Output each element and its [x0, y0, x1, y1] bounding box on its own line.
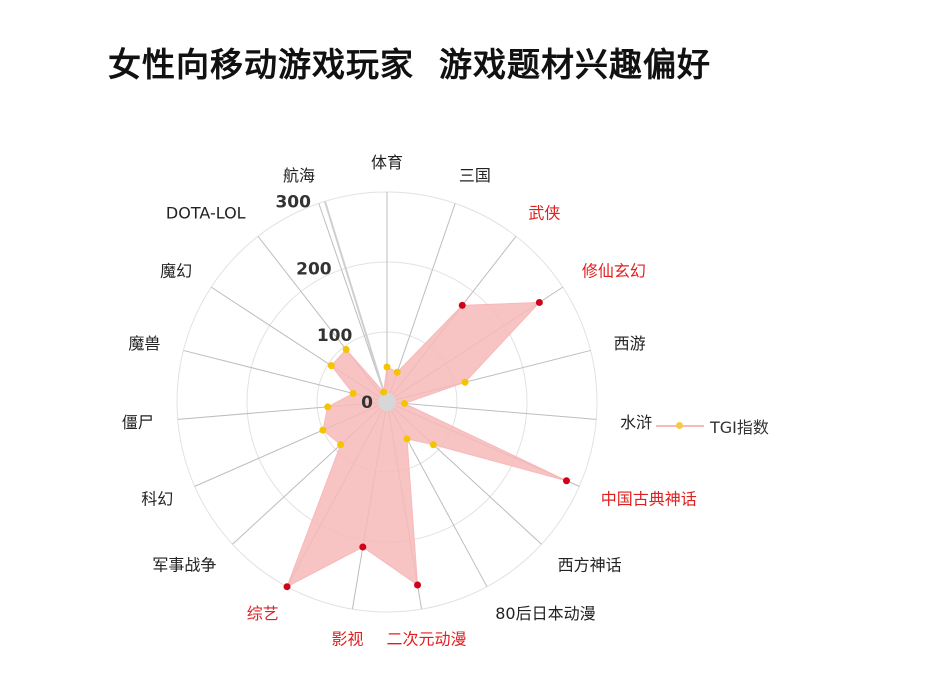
data-point: [324, 403, 332, 411]
data-point: [380, 388, 388, 396]
legend-label: TGI指数: [710, 418, 769, 437]
data-point: [383, 363, 391, 371]
category-label: 僵尸: [122, 413, 154, 432]
category-label: 科幻: [141, 489, 173, 508]
radial-tick-label: 100: [317, 326, 353, 346]
legend-swatch: [656, 422, 704, 429]
category-label: 军事战争: [152, 556, 216, 575]
center-marker: [378, 393, 396, 411]
category-label: 西方神话: [558, 556, 622, 575]
grid-spoke: [318, 203, 388, 403]
data-point: [337, 441, 345, 449]
radial-tick-label: 0: [361, 393, 373, 413]
data-point: [429, 441, 437, 449]
data-point: [535, 298, 543, 306]
category-label: 魔兽: [128, 334, 160, 353]
data-point: [562, 477, 570, 485]
radial-axis: [323, 201, 388, 403]
category-label: DOTA-LOL: [166, 204, 246, 223]
category-label: 航海: [283, 166, 315, 185]
data-point: [414, 581, 422, 589]
radial-tick-label: 200: [296, 259, 332, 279]
data-point: [461, 378, 469, 386]
data-point: [319, 426, 327, 434]
category-label: 武侠: [528, 204, 560, 223]
category-label: 综艺: [247, 604, 279, 623]
category-label: 体育: [371, 153, 403, 172]
data-point: [283, 583, 291, 591]
category-label: 二次元动漫: [386, 630, 466, 649]
category-label: 影视: [331, 630, 363, 649]
category-label: 三国: [459, 166, 491, 185]
legend[interactable]: TGI指数: [656, 414, 769, 438]
data-point: [458, 301, 466, 309]
grid-spoke: [386, 401, 597, 420]
category-label: 西游: [614, 334, 646, 353]
category-label: 魔幻: [160, 262, 192, 281]
data-point: [349, 389, 357, 397]
category-label: 中国古典神话: [601, 489, 697, 508]
grid-spoke: [386, 203, 456, 403]
data-point: [359, 543, 367, 551]
radial-tick-label: 300: [275, 192, 311, 212]
category-label: 水浒: [620, 413, 652, 432]
data-point: [393, 368, 401, 376]
data-area: [286, 301, 567, 588]
data-point: [403, 435, 411, 443]
data-point: [342, 346, 350, 354]
data-point: [327, 362, 335, 370]
category-label: 80后日本动漫: [495, 604, 595, 623]
data-point: [400, 399, 408, 407]
chart-title: 女性向移动游戏玩家 游戏题材兴趣偏好: [108, 45, 711, 84]
category-label: 修仙玄幻: [582, 262, 646, 281]
